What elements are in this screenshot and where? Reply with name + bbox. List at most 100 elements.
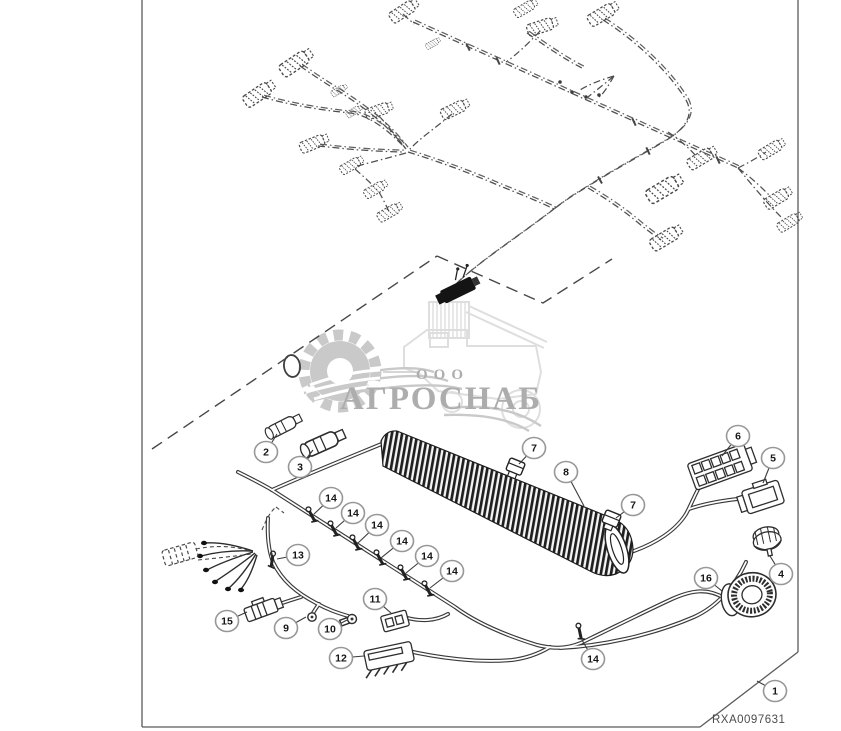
callout-balloon (340, 501, 366, 525)
callout-number: 8 (563, 467, 569, 479)
callout-number: 7 (531, 443, 537, 455)
callout-14: 14 (313, 486, 344, 515)
callout-balloon (273, 616, 299, 640)
callout-balloon (521, 436, 547, 460)
sheet-border (141, 0, 799, 728)
callout-number: 14 (347, 508, 359, 520)
connector-3 (297, 426, 348, 461)
callout-number: 16 (700, 573, 712, 585)
phantom-connectors (240, 0, 805, 253)
callout-balloon (328, 646, 354, 670)
phantom-harness (240, 0, 805, 378)
callout-number: 1 (772, 686, 778, 698)
callout-number: 14 (396, 536, 408, 548)
callout-balloon (553, 460, 579, 484)
connector-5 (735, 478, 785, 515)
callout-13: 13 (276, 543, 311, 567)
callout-balloon (580, 647, 606, 671)
drawing-number: RXA0097631 (712, 714, 785, 726)
callout-balloon (439, 559, 465, 583)
connector-2 (262, 411, 305, 442)
connector-4 (752, 526, 782, 557)
callout-7: 7 (518, 436, 547, 465)
callout-balloon (725, 424, 751, 448)
phantom-terminals (558, 80, 601, 99)
callout-balloon (768, 562, 794, 586)
dark-connector (435, 263, 481, 305)
callout-14: 14 (580, 639, 606, 671)
connector-12 (363, 641, 415, 679)
corrugated-conduit (380, 430, 634, 577)
connectors (243, 411, 785, 679)
callout-14: 14 (380, 529, 415, 559)
terminal-9 (307, 612, 317, 622)
callout-number: 13 (292, 550, 304, 562)
callout-number: 11 (369, 594, 380, 606)
watermark-company-prefix: ООО (416, 367, 469, 383)
callout-number: 5 (770, 453, 776, 465)
callout-8: 8 (553, 460, 585, 507)
callout-balloon (287, 455, 313, 479)
callout-2: 2 (253, 433, 279, 464)
phantom-boundary (151, 255, 613, 450)
callout-3: 3 (287, 449, 314, 479)
callout-balloon (362, 587, 388, 611)
callout-11: 11 (362, 587, 392, 614)
callout-balloon (762, 679, 788, 703)
callout-14: 14 (335, 501, 366, 529)
callout-balloon (214, 609, 240, 633)
callout-5: 5 (760, 446, 786, 484)
callout-balloon (389, 529, 415, 553)
terminal-10 (338, 613, 358, 627)
callout-14: 14 (429, 559, 465, 589)
callout-number: 4 (778, 569, 784, 581)
phantom-clamps (465, 42, 721, 185)
callout-balloon (364, 513, 390, 537)
callout-number: 15 (221, 616, 233, 628)
callout-number: 7 (630, 500, 636, 512)
callout-balloon (317, 617, 343, 641)
connector-15 (243, 596, 285, 623)
combine-harvester-icon (403, 301, 548, 429)
callout-balloon (318, 486, 344, 510)
callout-14: 14 (405, 544, 440, 574)
connector-11 (380, 609, 410, 633)
callout-9: 9 (273, 616, 307, 640)
callout-balloon (285, 543, 311, 567)
callout-12: 12 (328, 646, 365, 670)
watermark-company-name: АГРОСНАБ (340, 381, 542, 417)
connector-16 (720, 571, 777, 618)
callout-number: 14 (421, 551, 433, 563)
ghost-connector (161, 541, 199, 567)
callout-balloon (693, 566, 719, 590)
callout-15: 15 (214, 609, 248, 633)
callout-number: 14 (446, 566, 458, 578)
callout-number: 2 (263, 447, 269, 459)
ghost-wires (195, 506, 285, 561)
callout-number: 14 (587, 654, 599, 666)
callout-4: 4 (768, 555, 794, 586)
wire-fan (197, 540, 258, 593)
callout-7: 7 (615, 493, 646, 519)
callout-16: 16 (693, 566, 723, 592)
callout-number: 12 (335, 653, 347, 665)
callout-balloon (253, 440, 279, 464)
callout-number: 6 (735, 431, 741, 443)
callout-6: 6 (721, 424, 751, 457)
watermark: ООО АГРОСНАБ (298, 301, 548, 433)
gear-icon (298, 329, 382, 413)
callout-1: 1 (756, 679, 788, 703)
callout-balloon (760, 446, 786, 470)
callout-number: 3 (297, 462, 303, 474)
callout-balloon (414, 544, 440, 568)
callout-number: 14 (325, 493, 337, 505)
connector-6 (687, 443, 758, 491)
callout-number: 9 (283, 623, 289, 635)
callout-14: 14 (357, 513, 390, 544)
callout-number: 14 (371, 520, 383, 532)
oval-marker (283, 354, 301, 378)
callout-number: 10 (324, 624, 336, 636)
